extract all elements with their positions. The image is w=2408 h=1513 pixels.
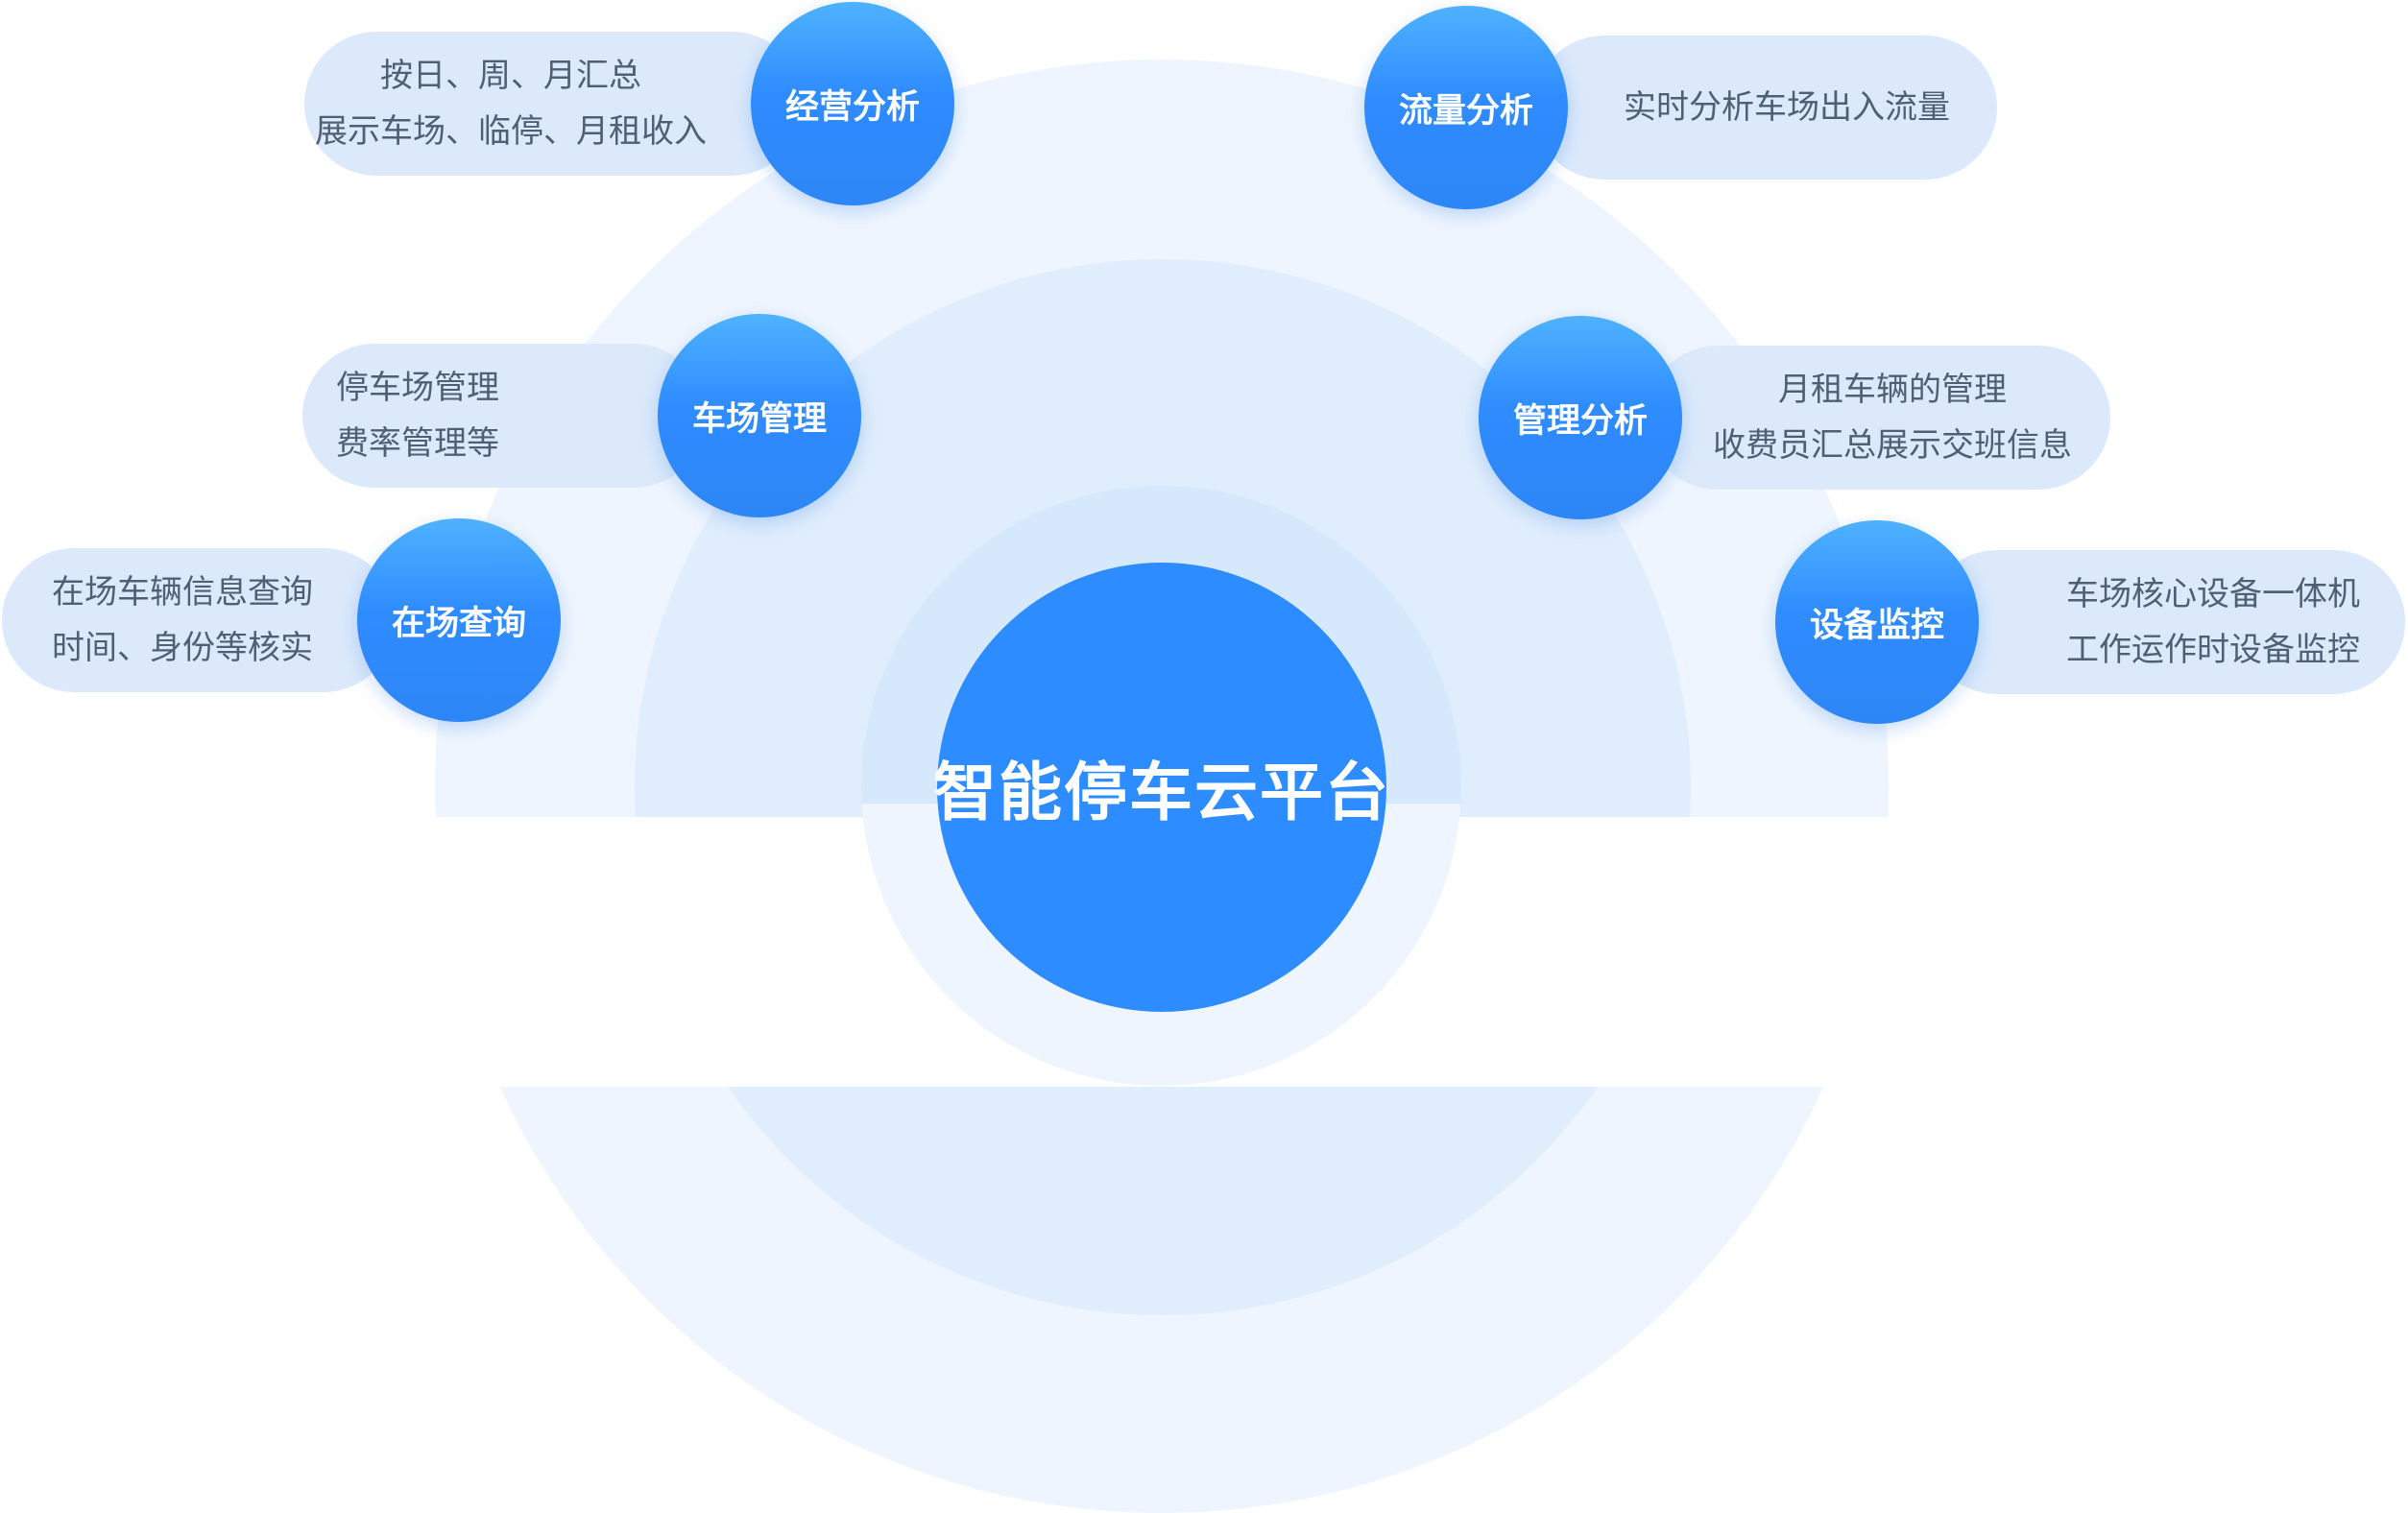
lot-management-node[interactable]: 车场管理: [658, 314, 861, 517]
device-monitor-line-1: 车场核心设备一体机: [2066, 575, 2360, 613]
lot-management-line-2: 费率管理等: [336, 424, 499, 463]
flow-analysis-node[interactable]: 流量分析: [1364, 6, 1568, 209]
onsite-query-line-2: 时间、身份等核实: [52, 629, 313, 667]
device-monitor-line-2: 工作运作时设备监控: [2066, 631, 2360, 669]
platform-center-node[interactable]: 智能停车云平台: [933, 563, 1388, 1012]
flow-analysis-description: 实时分析车场出入流量: [1532, 36, 1997, 180]
management-analysis-description: 月租车辆的管理 收费员汇总展示交班信息: [1646, 346, 2110, 490]
management-analysis-line-1: 月租车辆的管理: [1778, 371, 2007, 409]
business-analysis-node[interactable]: 经营分析: [751, 2, 954, 205]
business-analysis-line-1: 按日、周、月汇总: [380, 57, 641, 95]
onsite-query-line-1: 在场车辆信息查询: [52, 573, 313, 612]
lot-management-line-1: 停车场管理: [336, 369, 499, 407]
device-monitor-node[interactable]: 设备监控: [1775, 520, 1979, 724]
device-monitor-description: 车场核心设备一体机 工作运作时设备监控: [1925, 550, 2405, 694]
management-analysis-line-2: 收费员汇总展示交班信息: [1713, 426, 2072, 465]
flow-analysis-line-1: 实时分析车场出入流量: [1624, 88, 1950, 127]
business-analysis-description: 按日、周、月汇总 展示车场、临停、月租收入: [304, 32, 804, 176]
lot-management-description: 停车场管理 费率管理等: [302, 344, 706, 488]
business-analysis-line-2: 展示车场、临停、月租收入: [315, 112, 707, 151]
onsite-query-node[interactable]: 在场查询: [357, 518, 561, 722]
onsite-query-description: 在场车辆信息查询 时间、身份等核实: [2, 548, 396, 692]
management-analysis-node[interactable]: 管理分析: [1479, 316, 1682, 519]
